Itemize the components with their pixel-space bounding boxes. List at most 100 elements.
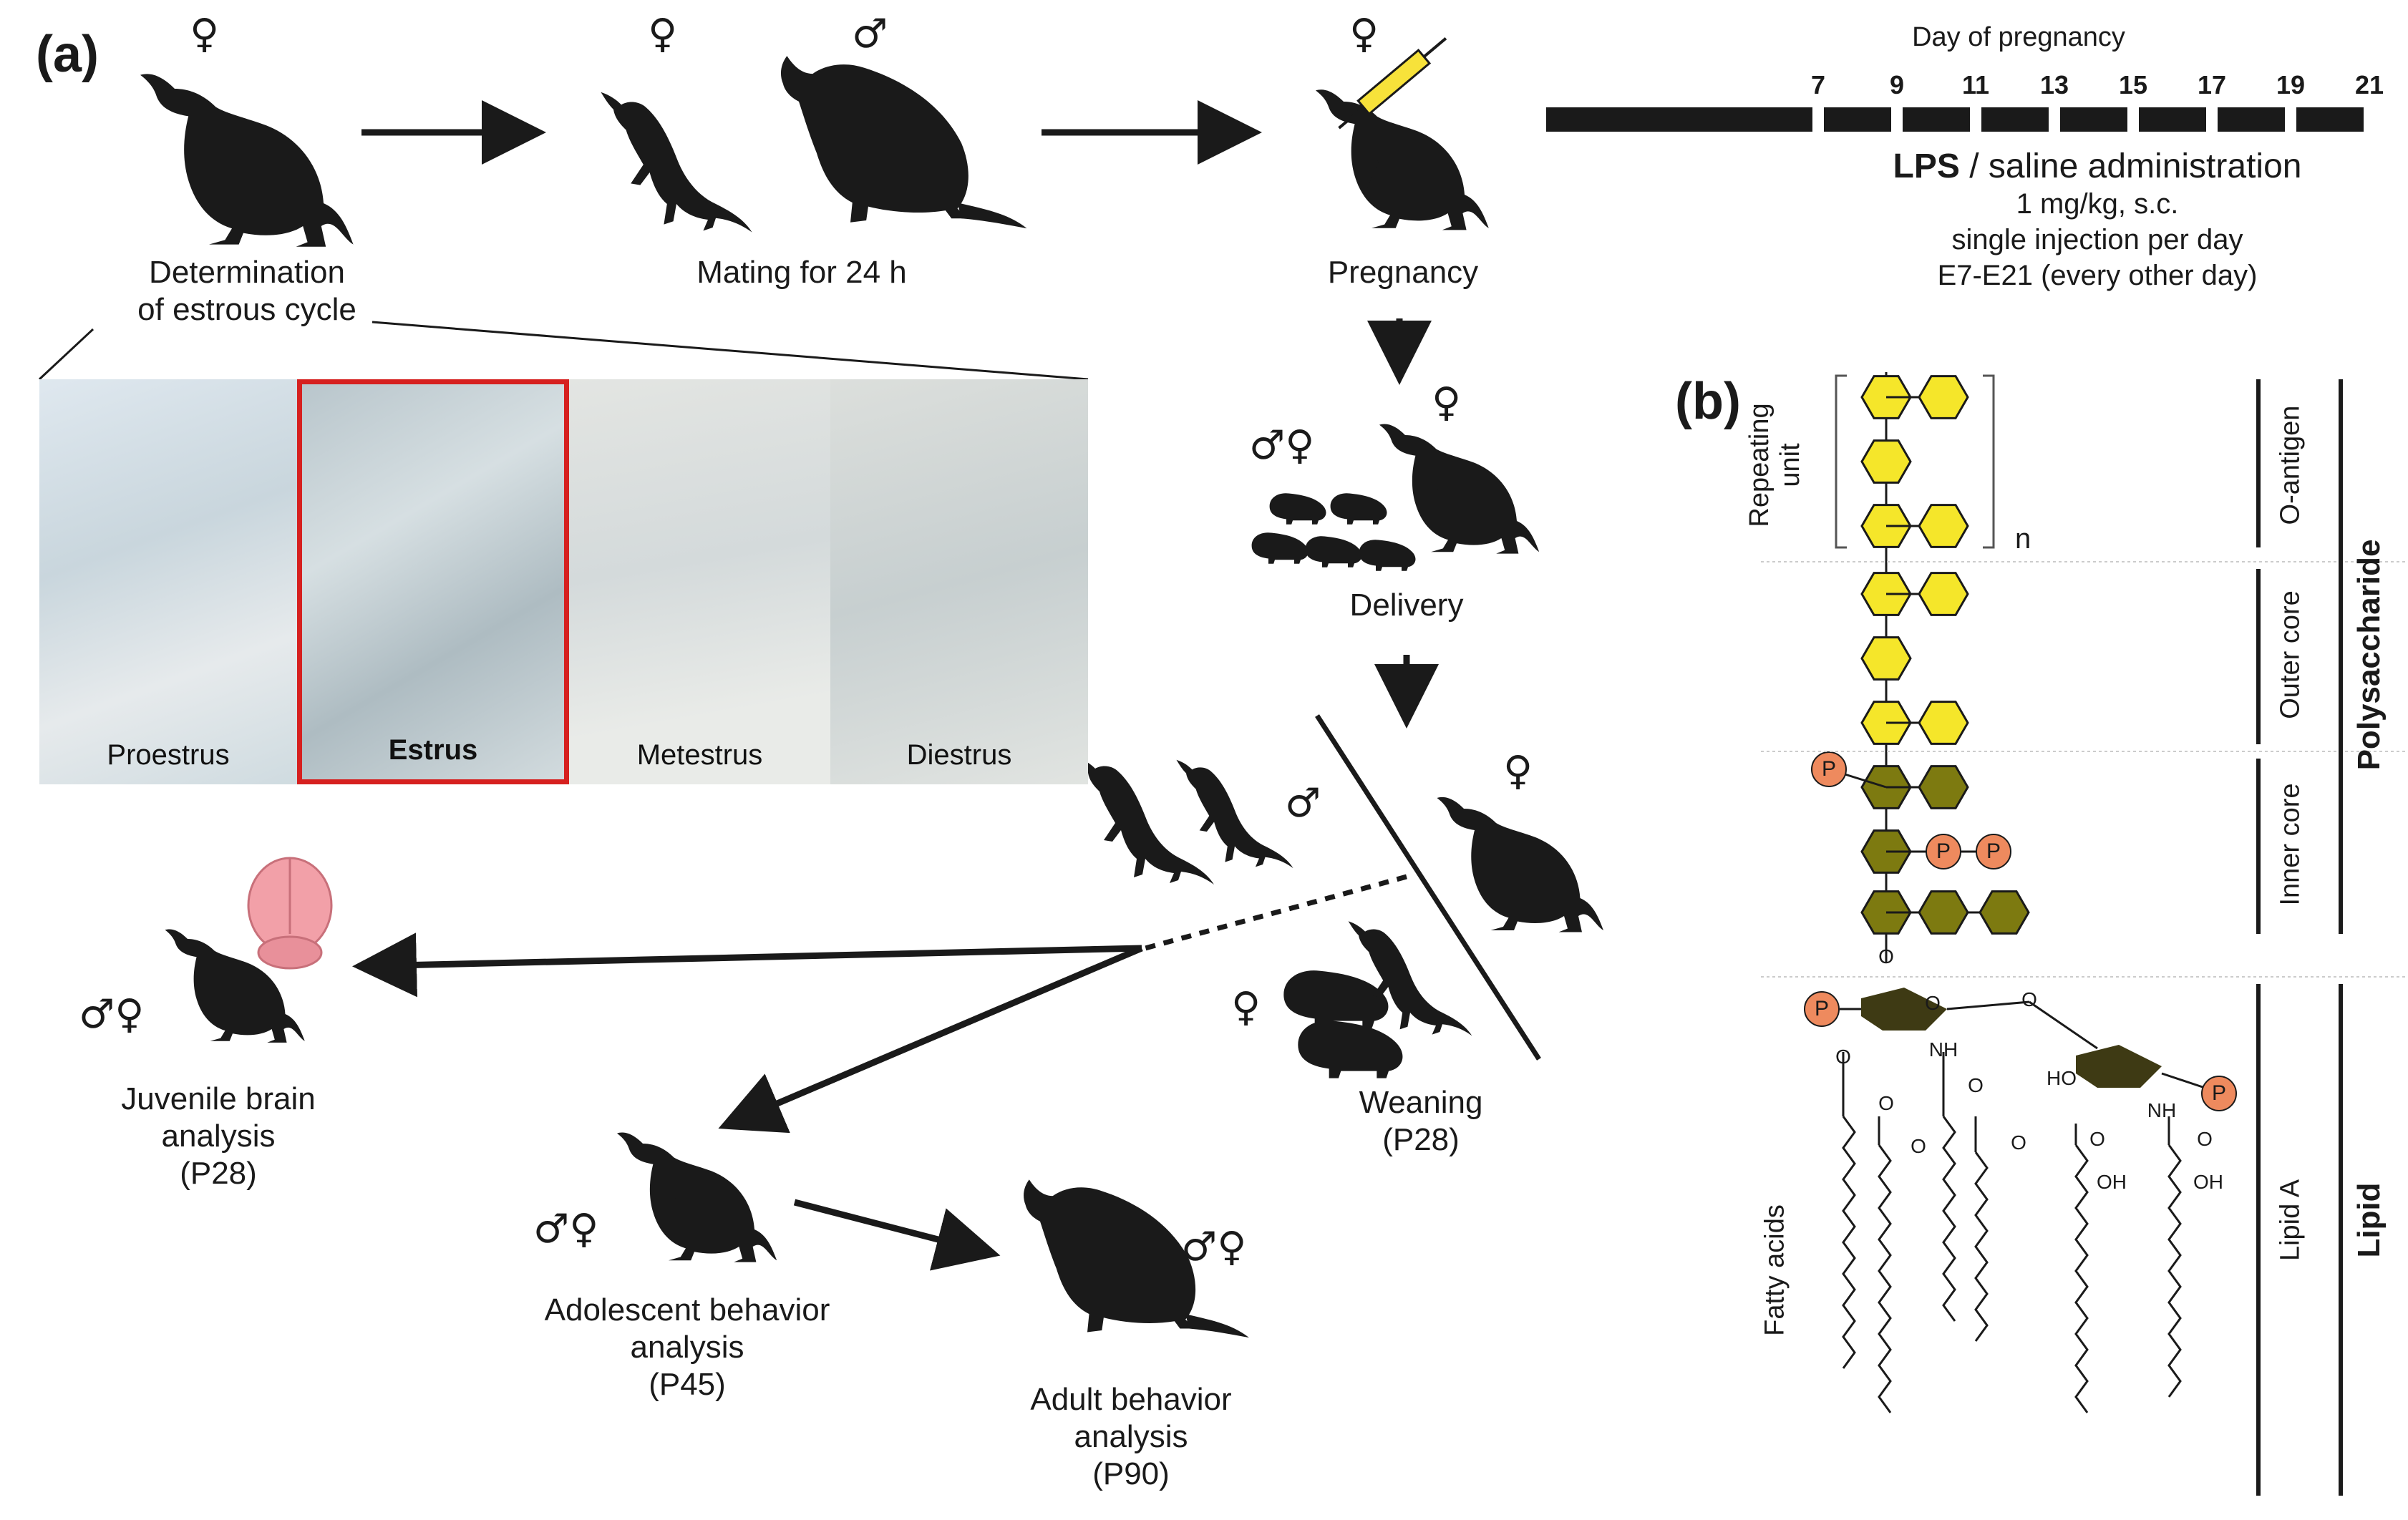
arrow-to-adult xyxy=(793,1199,1001,1271)
bond xyxy=(2029,1000,2098,1050)
juvenile-label-line1: Juvenile brain xyxy=(121,1081,316,1116)
both-sexes-symbol: ♂♀ xyxy=(533,1206,599,1252)
timeline-day-label: 21 xyxy=(2354,70,2384,99)
sugar-inner-branch xyxy=(1918,890,1969,935)
weaning-label-line1: Weaning xyxy=(1359,1085,1483,1120)
juvenile-label-line2: analysis xyxy=(161,1118,276,1154)
schedule-label: E7-E21 (every other day) xyxy=(1937,260,2258,291)
timeline-title: Day of pregnancy xyxy=(1912,22,2125,52)
atom-label: OH xyxy=(2097,1171,2127,1193)
repeating-unit-line2: unit xyxy=(1775,443,1805,487)
adult-label-line1: Adult behavior xyxy=(1030,1382,1232,1417)
female-symbol: ♀ xyxy=(190,11,220,57)
rat-mating-male xyxy=(780,56,1027,229)
bond xyxy=(2161,1072,2205,1089)
frequency-label: single injection per day xyxy=(1951,224,2243,255)
timeline-bar-segment xyxy=(1981,107,2049,132)
timeline-day-label: 11 xyxy=(1961,70,1990,99)
estrous-label-line2: of estrous cycle xyxy=(137,291,356,327)
phosphate-label: P xyxy=(1821,757,1837,781)
male-symbol: ♂ xyxy=(852,11,888,57)
repeating-unit-label: Repeating unit xyxy=(1744,403,1806,527)
timeline-bar-segment xyxy=(2218,107,2285,132)
fatty-acid-chain xyxy=(1878,1144,1892,1413)
adolescent-label-line2: analysis xyxy=(630,1329,744,1365)
pup-4 xyxy=(1305,536,1362,567)
juvenile-label-line3: (P28) xyxy=(180,1155,257,1191)
adult-label-line3: (P90) xyxy=(1092,1456,1170,1491)
bracket-left xyxy=(1835,374,1847,549)
timeline-bar-segment xyxy=(2296,107,2364,132)
bracket-right xyxy=(1983,374,1995,549)
lps-structure xyxy=(1761,372,2408,1496)
sugar-outer-branch xyxy=(1918,504,1969,548)
repeating-unit-line1: Repeating xyxy=(1744,403,1775,527)
zoom-line-right xyxy=(372,321,1089,381)
pup-5 xyxy=(1359,540,1416,571)
micrograph-estrus: Estrus xyxy=(297,379,569,784)
repeat-n-label: n xyxy=(2015,523,2031,555)
pregnancy-timeline xyxy=(1546,107,2364,132)
juvenile-label: Juvenile brain analysis (P28) xyxy=(121,1081,316,1192)
atom-label: O xyxy=(1968,1074,1984,1096)
atom-label: HO xyxy=(2047,1067,2077,1089)
stage-label-estrus: Estrus xyxy=(388,734,478,766)
syringe-icon xyxy=(1338,37,1447,130)
timeline-day-label: 17 xyxy=(2197,70,2227,99)
panel-b-label: (b) xyxy=(1675,373,1741,430)
stage-label-proestrus: Proestrus xyxy=(107,739,230,771)
admin-label: / saline administration xyxy=(1969,147,2302,185)
atom-label: NH xyxy=(1928,1038,1958,1061)
atom-label: O xyxy=(2089,1128,2105,1150)
estrous-label-line1: Determination xyxy=(149,255,345,290)
adolescent-label-line3: (P45) xyxy=(649,1366,726,1402)
timeline-bar-segment xyxy=(2139,107,2206,132)
phosphate-group xyxy=(1976,834,2011,869)
rat-weaning-mother xyxy=(1437,796,1603,932)
weaning-label-line2: (P28) xyxy=(1382,1121,1460,1157)
phosphate-label: P xyxy=(1936,839,1951,863)
atom-label: O xyxy=(1925,992,1941,1014)
adult-label-line2: analysis xyxy=(1074,1418,1188,1454)
rat-delivery-mother xyxy=(1379,424,1540,554)
male-symbol: ♂ xyxy=(1285,780,1321,827)
micrograph-metestrus: Metestrus xyxy=(569,379,830,784)
phosphate-label: P xyxy=(1814,997,1830,1020)
weaning-label: Weaning (P28) xyxy=(1359,1084,1483,1159)
timeline-bar-segment xyxy=(2060,107,2127,132)
fatty-acid-chain xyxy=(1842,1116,1856,1369)
rat-weaning-female-1 xyxy=(1283,970,1389,1028)
adolescent-label: Adolescent behavior analysis (P45) xyxy=(545,1292,830,1403)
fatty-acid-chain xyxy=(1974,1151,1989,1342)
dose-label: 1 mg/kg, s.c. xyxy=(2016,188,2179,220)
timeline-bar-segment xyxy=(1903,107,1970,132)
female-symbol: ♀ xyxy=(1349,11,1379,57)
sugar-outer-branch xyxy=(1918,375,1969,419)
atom-label: NH xyxy=(2147,1099,2177,1121)
timeline-day-label: 9 xyxy=(1889,70,1905,99)
phosphate-label: P xyxy=(1986,839,2001,863)
lps-admin-line: LPS / saline administration xyxy=(1893,147,2302,187)
group-lipid: Lipid xyxy=(2351,1182,2387,1258)
group-polysaccharide: Polysaccharide xyxy=(2351,539,2387,771)
sugar-outer xyxy=(1860,636,1912,681)
female-symbol: ♀ xyxy=(1432,379,1462,426)
female-symbol: ♀ xyxy=(648,11,678,57)
phosphate-label: P xyxy=(2211,1081,2227,1105)
both-sexes-symbol: ♂♀ xyxy=(79,991,145,1038)
timeline-bar-segment xyxy=(1824,107,1891,132)
phosphate-group xyxy=(1804,991,1840,1027)
phosphate-group xyxy=(2201,1076,2237,1111)
arrow-to-juvenile xyxy=(352,932,1142,998)
timeline-day-label: 15 xyxy=(2118,70,2148,99)
sugar-outer xyxy=(1860,439,1912,484)
both-sexes-symbol: ♂♀ xyxy=(1249,422,1315,469)
zoom-line-left xyxy=(38,328,94,381)
phosphate-group xyxy=(1811,751,1847,787)
weaning-dotted xyxy=(1145,874,1407,951)
lipid-a-sugar-1 xyxy=(1861,988,1947,1031)
region-o-antigen: O-antigen xyxy=(2275,405,2306,525)
fatty-acids-label: Fatty acids xyxy=(1759,1204,1790,1336)
rat-estrous xyxy=(140,74,354,247)
atom-label: O xyxy=(1878,945,1894,968)
